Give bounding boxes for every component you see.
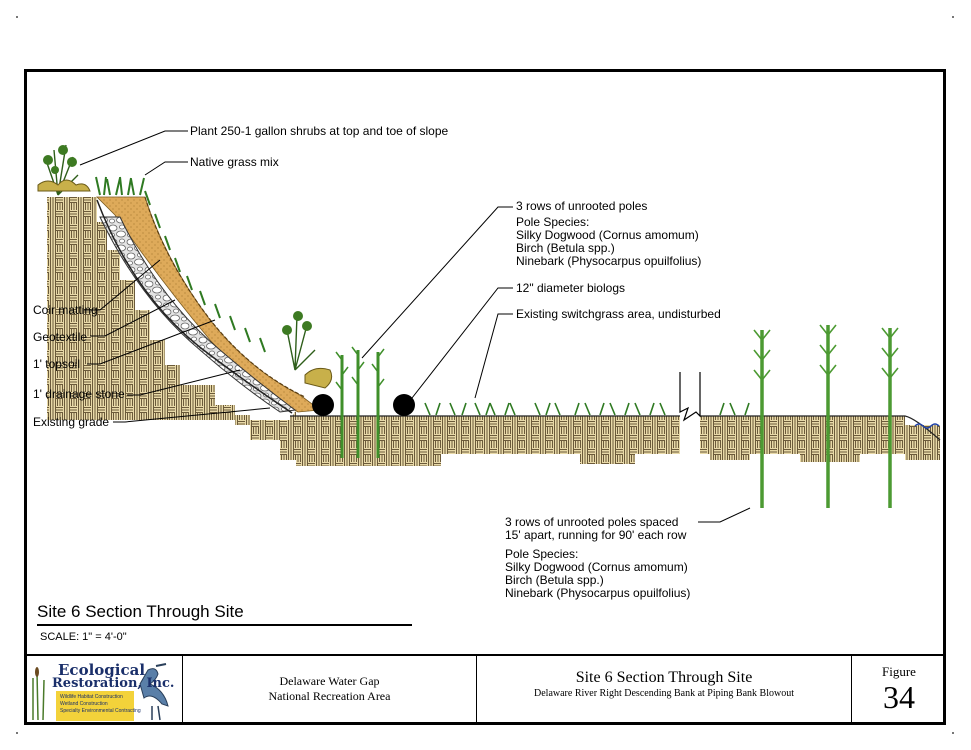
label-line: Pole Species: — [516, 215, 590, 229]
label-line: Birch (Betula spp.) — [516, 241, 615, 255]
label-switchgrass: Existing switchgrass area, undisturbed — [516, 307, 721, 321]
shrub-icon — [37, 144, 91, 196]
label-existing-grade: Existing grade — [33, 415, 110, 429]
scale-note: SCALE: 1" = 4'-0" — [40, 631, 127, 643]
drawing-title: Site 6 Section Through Site — [37, 602, 244, 621]
project-name: Delaware Water Gap National Recreation A… — [183, 674, 476, 704]
coir-matting-line — [144, 196, 306, 398]
corner-mark — [16, 16, 18, 18]
sheet-title-block: Site 6 Section Through Site Delaware Riv… — [477, 668, 851, 700]
drawing-frame — [24, 69, 946, 725]
label-geotextile: Geotextile — [33, 330, 88, 344]
leader-lines — [79, 130, 751, 523]
label-line: 3 rows of unrooted poles — [516, 199, 648, 213]
project-line: Delaware Water Gap — [279, 674, 380, 688]
label-topsoil: 1' topsoil — [33, 357, 80, 371]
unrooted-poles-toe — [335, 346, 385, 458]
logo-bullet: Specialty Environmental Contracting — [60, 708, 141, 714]
label-line: Ninebark (Physocarpus opuilfolius) — [516, 254, 702, 268]
title-underline — [37, 624, 412, 626]
corner-mark — [16, 732, 18, 734]
logo-graphic — [32, 663, 169, 721]
title-block-divider — [182, 654, 183, 725]
unrooted-poles-tall — [753, 324, 899, 508]
label-line: Birch (Betula spp.) — [505, 573, 604, 587]
title-block-top-rule — [24, 654, 946, 656]
heron-icon — [139, 663, 169, 721]
label-plant-shrubs: Plant 250-1 gallon shrubs at top and toe… — [190, 124, 449, 138]
label-line: 3 rows of unrooted poles spaced — [505, 515, 679, 529]
company-logo: Ecological Restoration, Inc. Wildlife Ha… — [28, 658, 180, 722]
figure-block: Figure 34 — [852, 664, 946, 714]
label-biologs: 12" diameter biologs — [516, 281, 625, 295]
label-unrooted-poles-top: 3 rows of unrooted poles Pole Species: S… — [516, 200, 701, 268]
sheet-subtitle: Delaware River Right Descending Bank at … — [534, 688, 794, 699]
logo-bullets: Wildlife Habitat Construction Wetland Co… — [60, 694, 141, 715]
figure-number: 34 — [883, 679, 915, 715]
title-block-divider — [851, 654, 852, 725]
sheet-title: Site 6 Section Through Site — [575, 669, 753, 686]
label-native-grass: Native grass mix — [190, 155, 279, 169]
label-unrooted-poles-bottom: 3 rows of unrooted poles spaced 15' apar… — [505, 516, 690, 600]
shrub-icon — [282, 311, 333, 389]
biolog-icon — [312, 394, 334, 416]
logo-line1: Ecological — [58, 661, 146, 679]
logo-bullet: Wetland Construction — [60, 701, 108, 707]
label-line: Silky Dogwood (Cornus amomum) — [505, 560, 688, 574]
native-grass-mix — [95, 176, 266, 353]
label-drainage-stone: 1' drainage stone — [33, 387, 125, 401]
figure-label: Figure — [882, 664, 916, 679]
switchgrass — [424, 402, 750, 416]
water-line — [914, 423, 940, 429]
existing-grade-flat — [290, 416, 680, 454]
biolog-icon — [393, 394, 415, 416]
label-coir-matting: Coir matting — [33, 303, 98, 317]
label-line: 15' apart, running for 90' each row — [505, 528, 687, 542]
topsoil-layer — [96, 196, 322, 413]
label-line: Silky Dogwood (Cornus amomum) — [516, 228, 699, 242]
logo-line2: Restoration, Inc. — [52, 676, 175, 691]
corner-mark — [952, 16, 954, 18]
project-line: National Recreation Area — [268, 689, 391, 703]
label-line: Ninebark (Physocarpus opuilfolius) — [505, 586, 691, 600]
drainage-stone-layer — [99, 216, 297, 413]
title-block-divider — [476, 654, 477, 725]
corner-mark — [952, 732, 954, 734]
geotextile-line — [96, 199, 293, 414]
label-line: Pole Species: — [505, 547, 579, 561]
logo-bullet: Wildlife Habitat Construction — [60, 694, 123, 700]
